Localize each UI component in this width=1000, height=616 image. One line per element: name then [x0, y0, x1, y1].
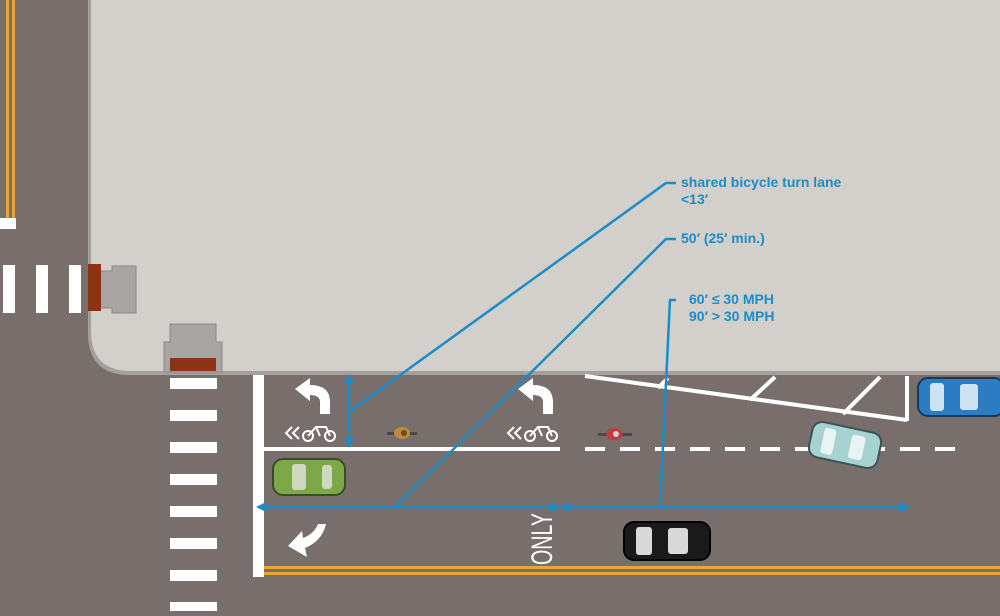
blue-car	[917, 377, 1000, 417]
south-crosswalk	[170, 378, 217, 613]
teal-car	[807, 420, 883, 470]
west-curb-ramp	[88, 264, 137, 314]
turn-lane-width: <13′	[681, 191, 709, 207]
left-turn-arrow	[288, 524, 326, 557]
stop-bar	[253, 375, 264, 577]
taper-low-speed: 60′ ≤ 30 MPH	[689, 291, 774, 307]
taper-high-speed: 90′ > 30 MPH	[689, 308, 775, 324]
dimension-arrowheads	[256, 374, 910, 512]
only-marking: ONLY	[526, 513, 559, 565]
dimension-lines	[258, 181, 908, 509]
black-car	[623, 521, 711, 561]
turn-lane-label: shared bicycle turn lane	[681, 174, 842, 190]
west-stop-bar	[0, 218, 16, 229]
bike-symbol-2	[506, 426, 558, 442]
turn-lane-annotation: shared bicycle turn lane <13′	[681, 174, 841, 208]
cyclist-1	[387, 427, 417, 439]
bike-lane-solid-line	[264, 447, 560, 451]
city-block	[91, 0, 1000, 371]
bike-turn-arrow-1	[295, 378, 330, 414]
bay-length-annotation: 50′ (25′ min.)	[681, 230, 765, 247]
bay-length-label: 50′ (25′ min.)	[681, 230, 765, 246]
west-crosswalk	[3, 265, 81, 313]
bike-turn-arrow-2	[518, 378, 553, 414]
south-curb-ramp	[163, 323, 223, 373]
cyclist-2	[598, 428, 632, 440]
green-car	[272, 458, 346, 496]
parking-markings	[584, 374, 909, 422]
taper-annotation: 60′ ≤ 30 MPH 90′ > 30 MPH	[689, 291, 774, 325]
center-line	[264, 566, 1000, 575]
bike-symbol-1	[284, 426, 336, 442]
west-center-line	[6, 0, 15, 218]
